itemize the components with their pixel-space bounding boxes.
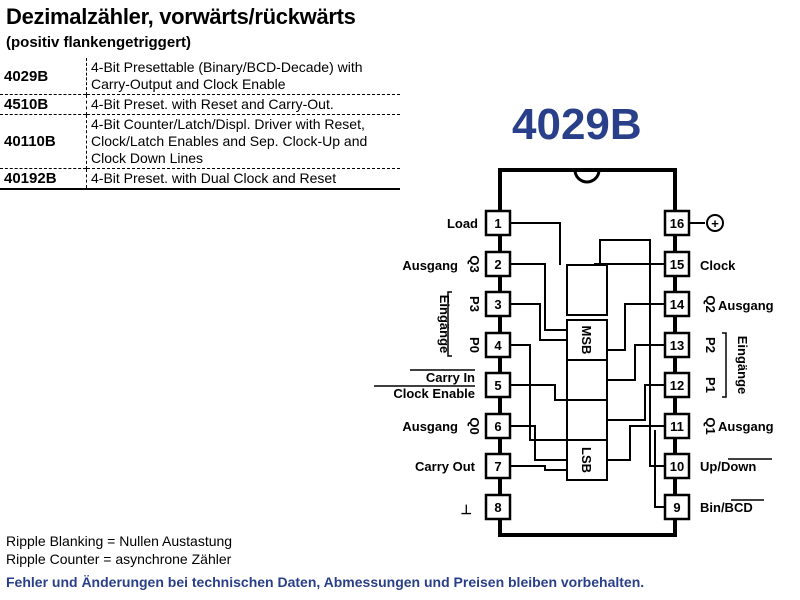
pin-label-load: Load: [447, 216, 478, 231]
pin-number: 16: [670, 216, 684, 231]
msb-label: MSB: [579, 326, 594, 355]
disclaimer: Fehler und Änderungen bei technischen Da…: [6, 574, 645, 590]
pin-label-ausgang: Ausgang: [718, 419, 774, 434]
pin-label-p1: P1: [703, 377, 718, 393]
pin-number: 9: [673, 500, 680, 515]
variant-table: 4029B 4-Bit Presettable (Binary/BCD-Deca…: [0, 58, 400, 190]
variant-desc: 4-Bit Preset. with Dual Clock and Reset: [91, 170, 337, 186]
page-subtitle: (positiv flankengetriggert): [6, 34, 192, 51]
footnote: Ripple Blanking = Nullen Austastung: [6, 533, 233, 549]
pin-number: 5: [494, 378, 501, 393]
variant-code: 40192B: [0, 168, 87, 189]
pin-label-up-down: Up/Down: [700, 459, 756, 474]
pin-number: 11: [670, 419, 684, 434]
chip-name: 4029B: [512, 100, 642, 149]
chip-notch: [573, 169, 601, 184]
ground-icon: ⊥: [461, 502, 472, 517]
variant-code: 4510B: [0, 94, 87, 115]
pin-number: 7: [494, 459, 501, 474]
pin-number: 13: [670, 338, 684, 353]
pin-number: 4: [494, 338, 502, 353]
variant-desc: 4-Bit Counter/Latch/Displ. Driver with R…: [91, 116, 368, 166]
left-pins: 1 2 3 4 5 6 7 8: [484, 209, 512, 521]
variant-code: 40110B: [0, 114, 87, 169]
pin-number: 6: [494, 419, 501, 434]
variant-desc: 4-Bit Presettable (Binary/BCD-Decade) wi…: [91, 59, 363, 92]
footnote: Ripple Counter = asynchrone Zähler: [6, 551, 232, 567]
input-gate: [566, 264, 608, 316]
pin-label-carry-out: Carry Out: [415, 459, 476, 474]
pin-label-bin-bcd: Bin/BCD: [700, 500, 753, 515]
pin-number: 2: [494, 257, 501, 272]
table-row: 40192B 4-Bit Preset. with Dual Clock and…: [0, 168, 400, 189]
pin-number: 14: [670, 297, 685, 312]
internal-wiring: [510, 222, 705, 508]
pin-label-p2: P2: [703, 337, 718, 353]
pin-number: 3: [494, 297, 501, 312]
pin-number: 1: [494, 216, 501, 231]
table-row: 4029B 4-Bit Presettable (Binary/BCD-Deca…: [0, 58, 400, 95]
pin-label-q2: Q2: [703, 295, 718, 312]
pin-label-p3: P3: [467, 296, 482, 312]
table-row: 40110B 4-Bit Counter/Latch/Displ. Driver…: [0, 114, 400, 169]
pin-label-clock: Clock: [700, 258, 736, 273]
pin-label-ausgang: Ausgang: [718, 298, 774, 313]
pin-label-eingaenge: Eingänge: [735, 336, 750, 395]
pin-label-clock-enable: Clock Enable: [393, 386, 475, 401]
page-title: Dezimalzähler, vorwärts/rückwärts: [6, 4, 356, 29]
pin-label-q1: Q1: [703, 417, 718, 434]
pin-label-carry-in: Carry In: [426, 370, 475, 385]
pin-label-ausgang: Ausgang: [402, 419, 458, 434]
pin-label-p0: P0: [467, 337, 482, 353]
vdd-label: +: [711, 216, 719, 231]
pin-number: 12: [670, 378, 684, 393]
table-row: 4510B 4-Bit Preset. with Reset and Carry…: [0, 94, 400, 115]
variant-code: 4029B: [0, 58, 87, 95]
right-pins: 16 15 14 13 12 11 10 9: [663, 209, 691, 521]
pin-number: 10: [670, 459, 684, 474]
lsb-label: LSB: [579, 447, 594, 473]
pin-label-eingaenge: Eingänge: [437, 295, 452, 354]
pin-label-q3: Q3: [467, 255, 482, 272]
vdd-symbol: [706, 214, 724, 232]
pin-number: 8: [494, 500, 501, 515]
pin-label-q0: Q0: [467, 417, 482, 434]
variant-desc: 4-Bit Preset. with Reset and Carry-Out.: [91, 96, 334, 112]
pin-label-ausgang: Ausgang: [402, 258, 458, 273]
pin-number: 15: [670, 257, 684, 272]
